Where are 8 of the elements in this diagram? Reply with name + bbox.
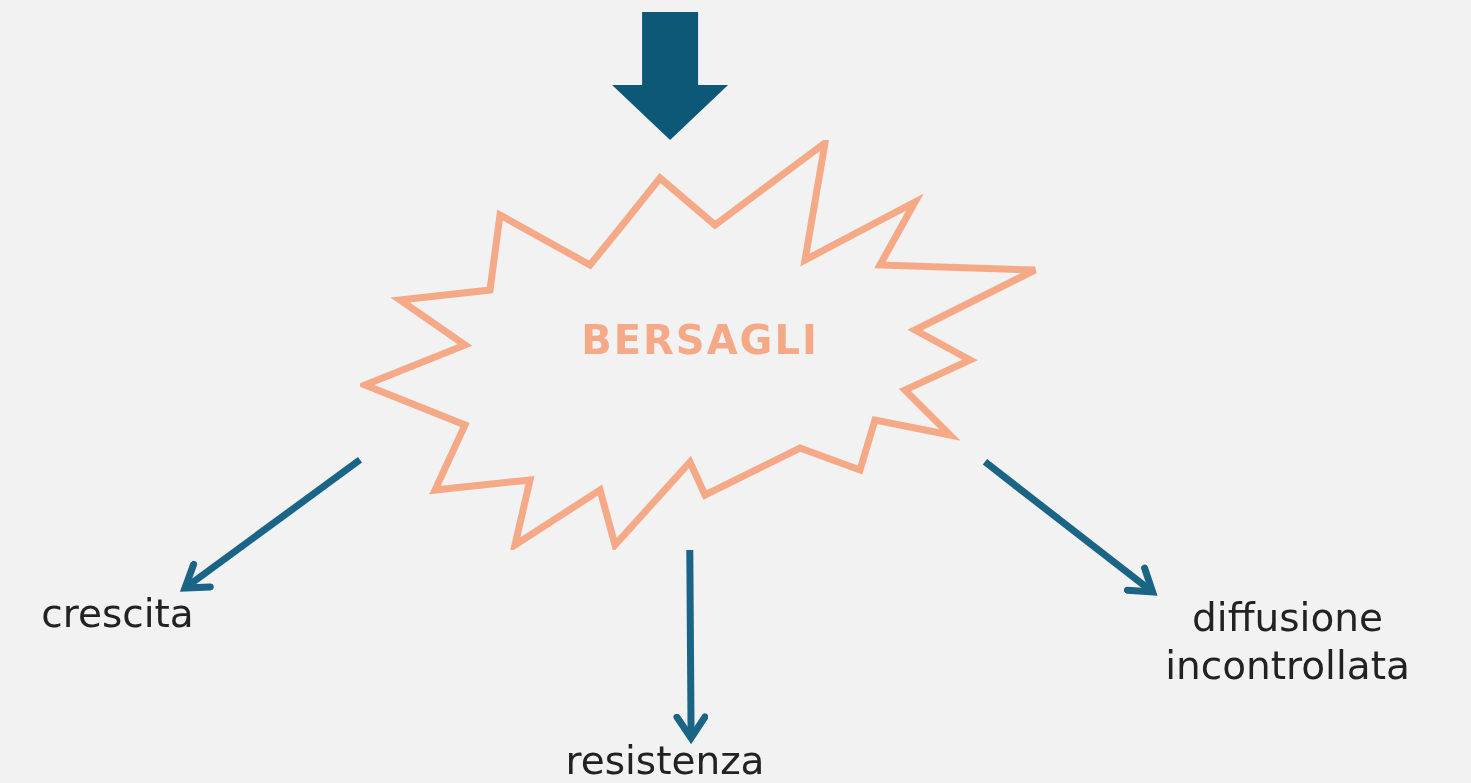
block-arrow (612, 12, 729, 140)
outcome-label: diffusione incontrollata (1164, 594, 1411, 690)
outcome-label: crescita (41, 590, 194, 638)
arrow (181, 456, 363, 592)
starburst-title: BERSAGLI (581, 316, 819, 365)
arrow (982, 459, 1157, 596)
outcome-label: resistenza (565, 736, 765, 783)
arrow (673, 549, 709, 742)
